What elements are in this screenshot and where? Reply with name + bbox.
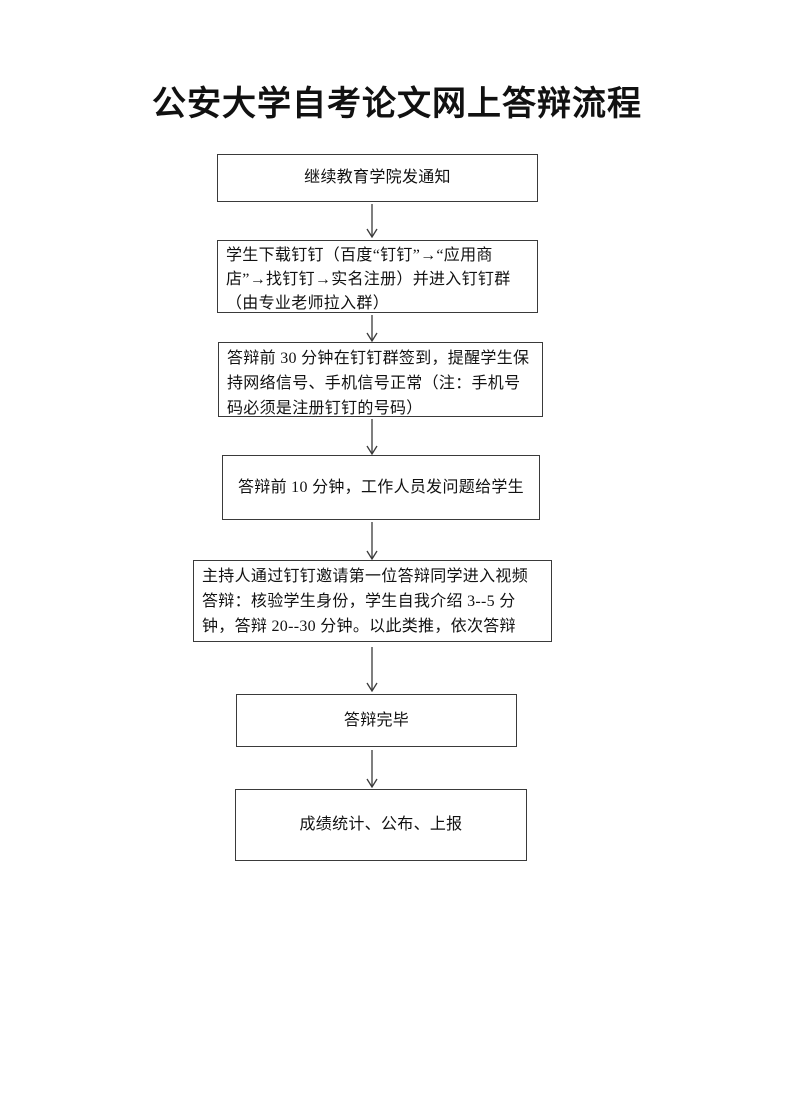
flow-step-3: 答辩前 30 分钟在钉钉群签到，提醒学生保持网络信号、手机信号正常（注：手机号码… (218, 342, 543, 417)
flow-step-label: 答辩完毕 (343, 711, 410, 729)
arrow-down-icon (365, 315, 379, 342)
flow-step-label: 答辩前 30 分钟在钉钉群签到，提醒学生保持网络信号、手机信号正常（注：手机号码… (227, 350, 530, 417)
flow-step-2: 学生下载钉钉（百度“钉钉”→“应用商店”→找钉钉→实名注册）并进入钉钉群（由专业… (217, 240, 538, 313)
arrow-down-icon (365, 647, 379, 692)
page-title: 公安大学自考论文网上答辩流程 (152, 86, 642, 123)
flow-step-label: 学生下载钉钉（百度“钉钉”→“应用商店”→找钉钉→实名注册）并进入钉钉群（由专业… (226, 247, 511, 312)
flow-step-label: 成绩统计、公布、上报 (299, 816, 463, 833)
arrow-down-icon (365, 522, 379, 560)
flow-step-7: 成绩统计、公布、上报 (235, 789, 527, 861)
flow-step-5: 主持人通过钉钉邀请第一位答辩同学进入视频答辩：核验学生身份，学生自我介绍 3--… (193, 560, 552, 642)
flow-step-4: 答辩前 10 分钟，工作人员发问题给学生 (222, 455, 540, 520)
flow-step-label: 答辩前 10 分钟，工作人员发问题给学生 (237, 478, 524, 496)
flow-step-label: 主持人通过钉钉邀请第一位答辩同学进入视频答辩：核验学生身份，学生自我介绍 3--… (202, 568, 529, 635)
arrow-down-icon (365, 750, 379, 788)
flow-step-label: 继续教育学院发通知 (304, 169, 451, 186)
flow-step-1: 继续教育学院发通知 (217, 154, 538, 202)
arrow-down-icon (365, 204, 379, 238)
arrow-down-icon (365, 419, 379, 455)
flow-step-6: 答辩完毕 (236, 694, 517, 747)
